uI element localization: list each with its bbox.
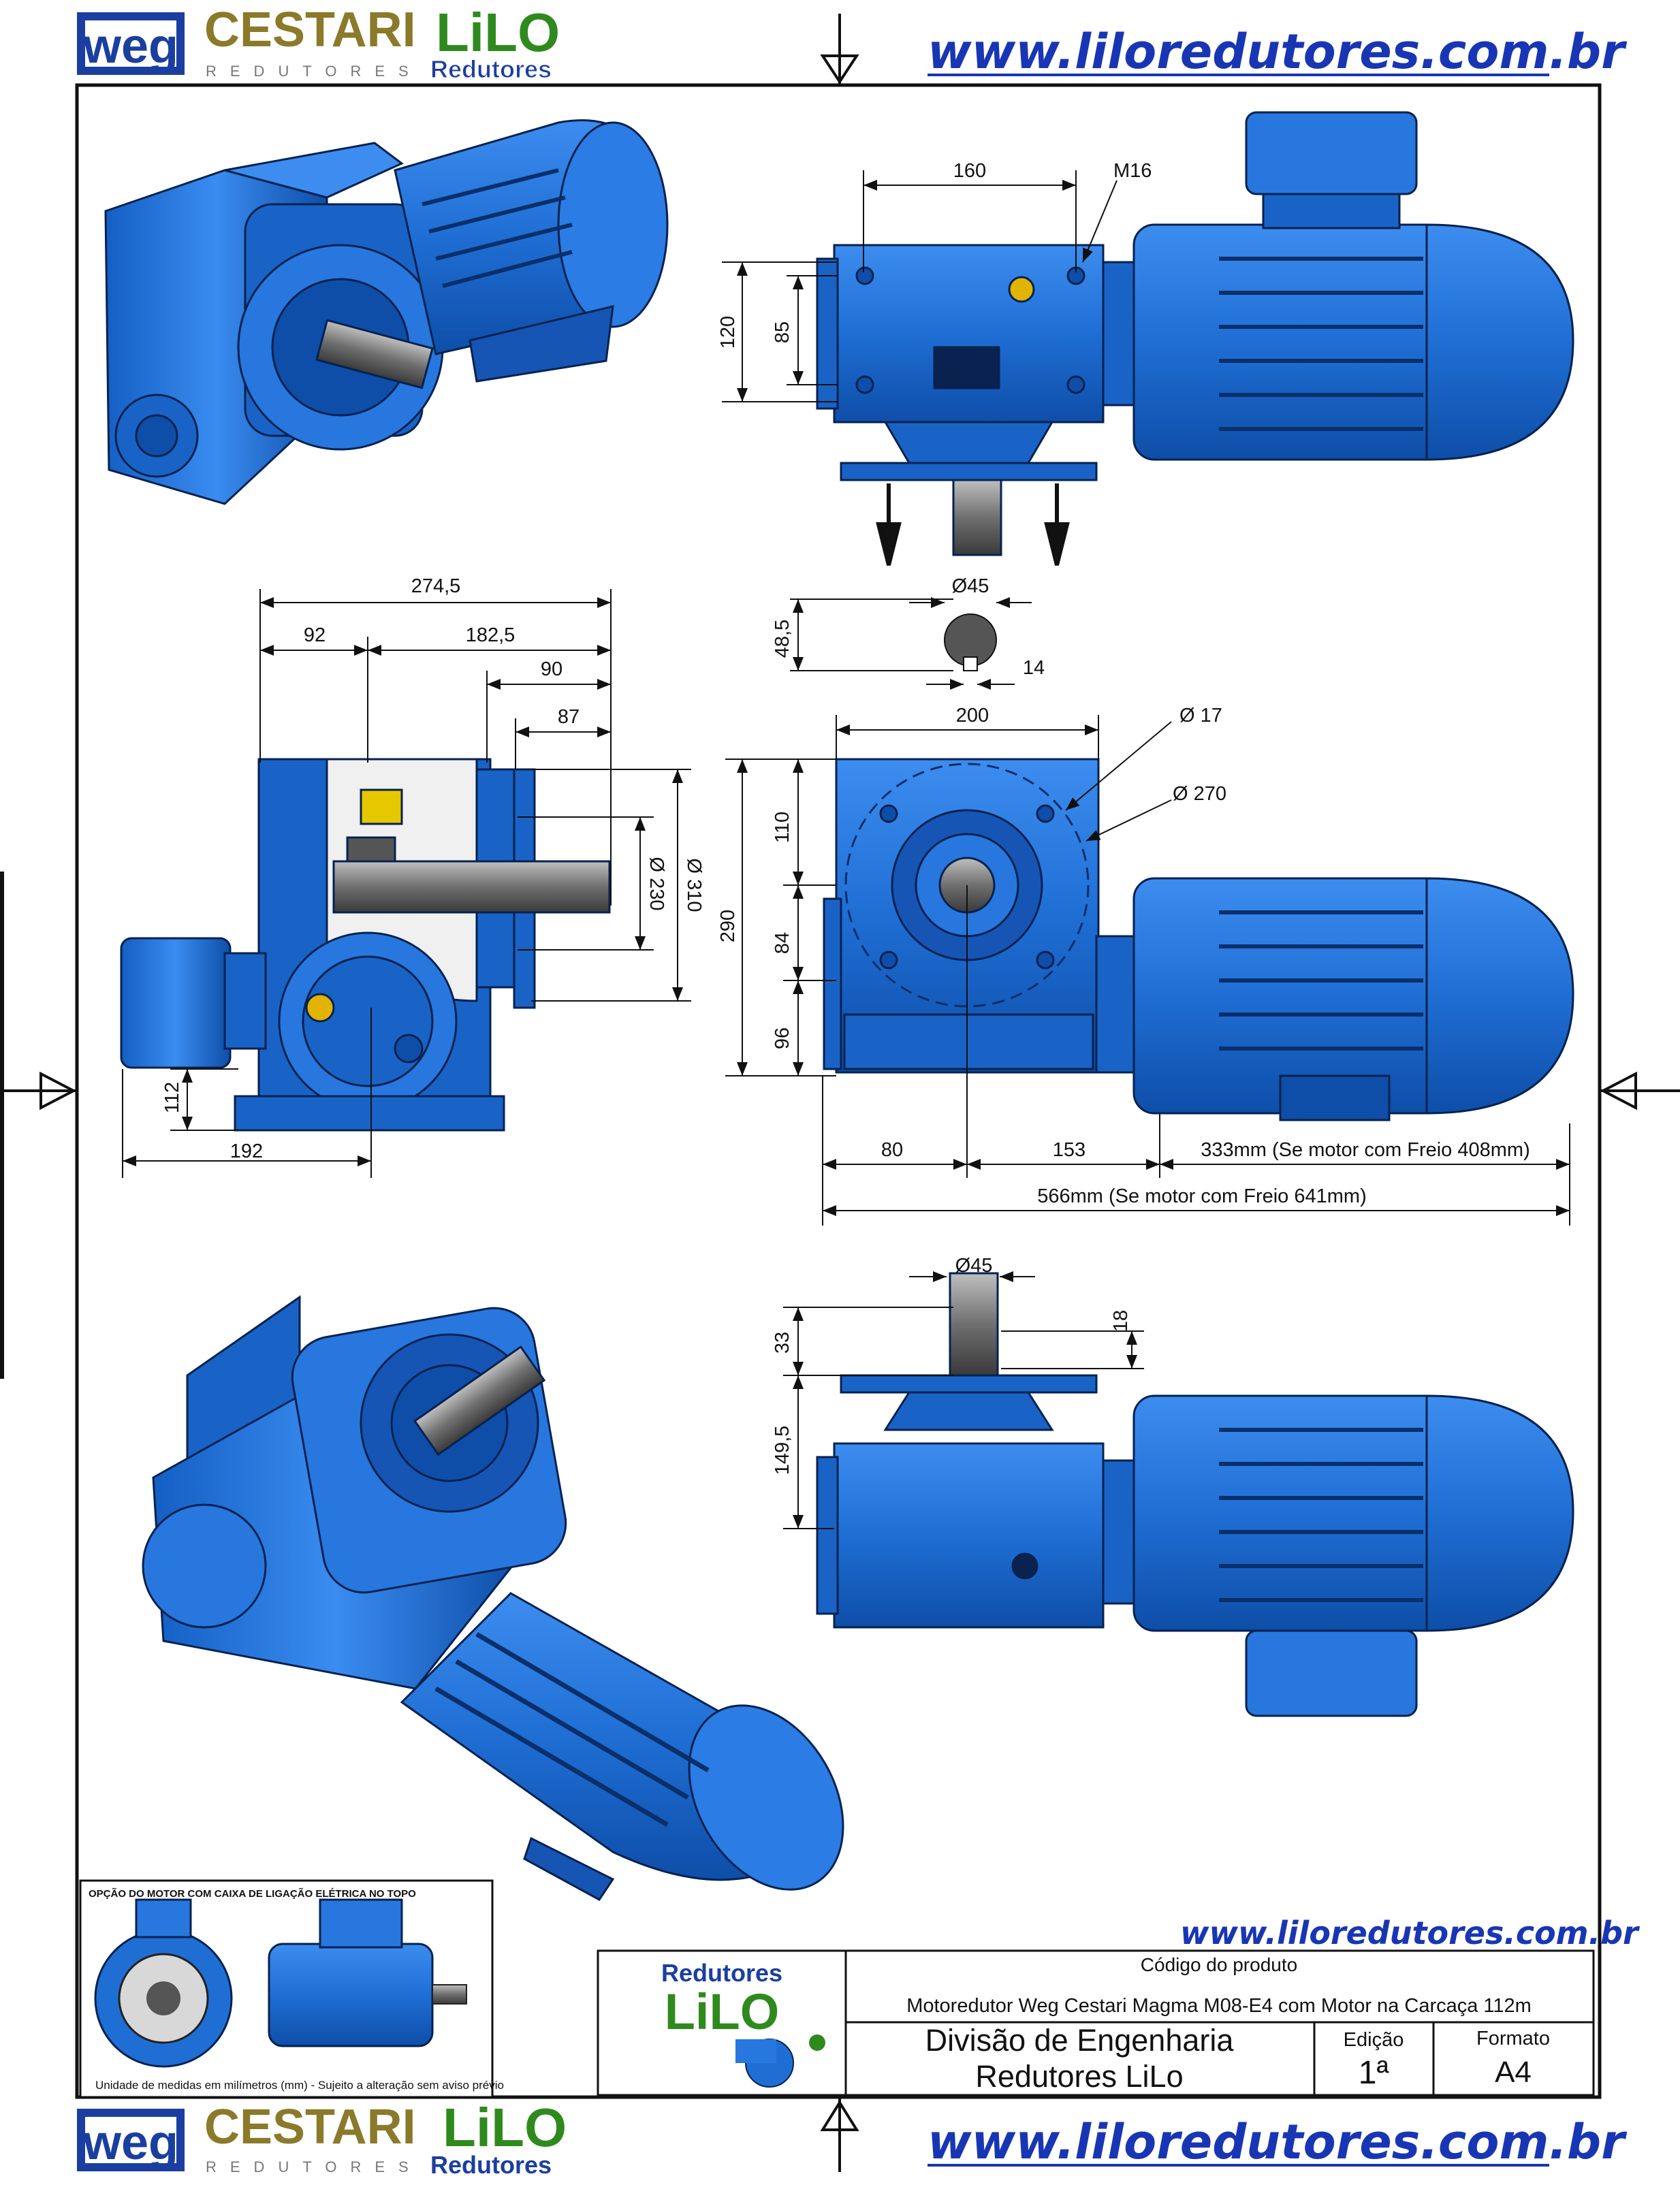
- dim-elev-h149: 149,5: [772, 1426, 793, 1475]
- lilo-logo-text: LiLO: [436, 2, 560, 63]
- dim-shaft-dia: Ø45: [952, 575, 989, 597]
- isometric-view-top: [104, 119, 669, 505]
- inset-title: OPÇÃO DO MOTOR COM CAIXA DE LIGAÇÃO ELÉT…: [89, 1887, 416, 1900]
- footer-weg-text: weg: [82, 2116, 178, 2170]
- cestari-logo-text: CESTARI: [204, 3, 416, 57]
- titleblock-edition-value: 1ª: [1359, 2055, 1389, 2091]
- dim-side-overall: 274,5: [411, 575, 461, 597]
- dim-front-w80: 80: [881, 1139, 903, 1161]
- dim-side-dia-230: Ø 230: [646, 857, 667, 911]
- dim-plan-h-outer: 120: [717, 316, 739, 349]
- isometric-view-bottom: [142, 1295, 844, 1901]
- dims-side-view: [122, 589, 691, 1178]
- dim-front-motor: 333mm (Se motor com Freio 408mm): [1201, 1139, 1530, 1161]
- dim-shaft-height: 48,5: [772, 620, 793, 658]
- dim-front-width: 200: [956, 705, 989, 727]
- titleblock-website[interactable]: www.liloredutores.com.br: [1180, 1915, 1641, 1951]
- dim-side-right: 182,5: [466, 624, 516, 646]
- side-section-view: [120, 758, 611, 1132]
- lilo-logo-sub: Redutores: [430, 55, 552, 83]
- dim-front-h96: 96: [772, 1027, 793, 1049]
- front-view: [823, 758, 1574, 1121]
- shaft-section: [790, 597, 1032, 690]
- dim-elev-k18: 18: [1110, 1310, 1132, 1332]
- weg-logo-text: weg: [82, 19, 178, 74]
- cestari-logo-sub: REDUTORES: [206, 63, 422, 80]
- titleblock-brand-top: Redutores: [661, 1959, 782, 1987]
- titleblock-brand-main: LiLO: [665, 1983, 780, 2040]
- dim-side-90: 90: [541, 658, 562, 680]
- flow-arrows: [876, 483, 1070, 566]
- dim-front-h110: 110: [772, 812, 793, 843]
- footer-cestari-sub: REDUTORES: [206, 2158, 422, 2175]
- dim-elev-dia: Ø45: [955, 1255, 993, 1277]
- title-block: [597, 1949, 1595, 2096]
- dim-front-hole: Ø 17: [1179, 705, 1222, 727]
- dims-elevation-view: [783, 1271, 1144, 1529]
- titleblock-motor-icon: [735, 2034, 825, 2088]
- dim-plan-h-inner: 85: [772, 321, 793, 343]
- footer-lilo-text: LiLO: [443, 2097, 567, 2158]
- footer-website-link[interactable]: www.liloredutores.com.br: [928, 2114, 1628, 2170]
- dim-front-pcd: Ø 270: [1173, 783, 1226, 805]
- header-logo-weg: weg: [77, 12, 185, 75]
- dims-front-view: [725, 715, 1570, 1226]
- titleblock-format-value: A4: [1495, 2056, 1532, 2089]
- dim-plan-thread: M16: [1113, 160, 1152, 182]
- dim-front-w153: 153: [1053, 1139, 1085, 1161]
- frame-center-marks: [0, 14, 1680, 2172]
- dim-front-h84: 84: [772, 932, 793, 954]
- footer-logo-weg: weg: [77, 2109, 185, 2171]
- plan-view-top-right: [816, 111, 1574, 556]
- dim-side-dia-310: Ø 310: [683, 859, 705, 912]
- titleblock-product: Motoredutor Weg Cestari Magma M08-E4 com…: [906, 1995, 1532, 2017]
- dim-shaft-key: 14: [1023, 657, 1045, 679]
- dim-side-left: 92: [304, 624, 326, 646]
- titleblock-format-label: Formato: [1476, 2028, 1550, 2049]
- left-edge-strip: [0, 872, 4, 1379]
- titleblock-division-1: Divisão de Engenharia: [925, 2023, 1235, 2058]
- motor-option-inset: [79, 1879, 494, 2098]
- dim-plan-width: 160: [953, 160, 986, 182]
- elevation-view-bottom-right: [816, 1272, 1574, 1717]
- titleblock-code-label: Código do produto: [1141, 1954, 1297, 1975]
- dim-front-h-total: 290: [717, 910, 739, 942]
- titleblock-division-2: Redutores LiLo: [975, 2059, 1183, 2094]
- dim-elev-h33: 33: [772, 1332, 793, 1354]
- inset-note: Unidade de medidas em milímetros (mm) - …: [95, 2079, 504, 2092]
- footer-lilo-sub: Redutores: [430, 2151, 552, 2179]
- header-website-link[interactable]: www.liloredutores.com.br: [928, 24, 1628, 80]
- dims-plan-view: [722, 170, 1118, 402]
- dim-side-192: 192: [230, 1140, 263, 1162]
- dim-front-overall: 566mm (Se motor com Freio 641mm): [1037, 1185, 1366, 1207]
- footer-cestari-text: CESTARI: [204, 2100, 416, 2154]
- dim-side-87: 87: [558, 706, 580, 728]
- dim-side-112: 112: [161, 1082, 183, 1113]
- titleblock-edition-label: Edição: [1344, 2029, 1404, 2051]
